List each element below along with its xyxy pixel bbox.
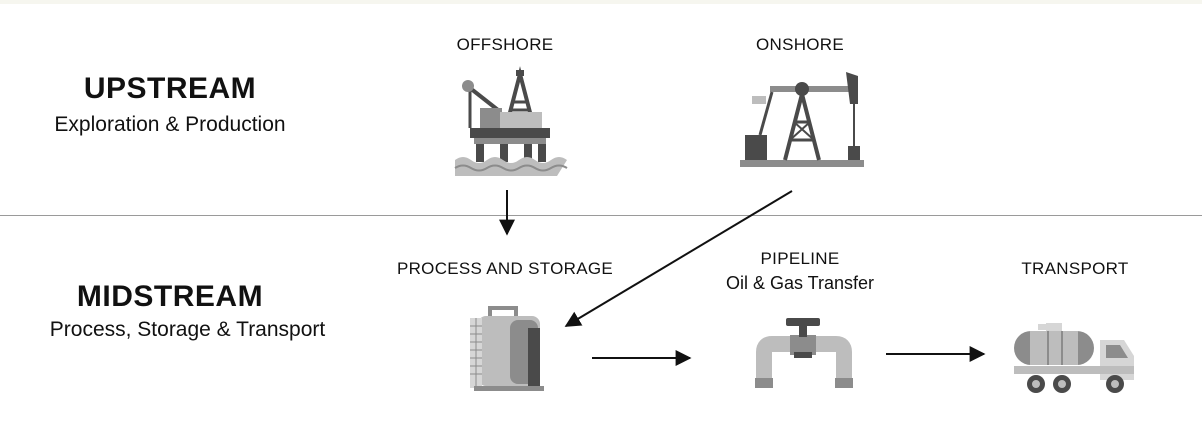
upstream-subtitle: Exploration & Production xyxy=(54,113,286,136)
pipeline-label: PIPELINE xyxy=(760,249,840,268)
onshore-label: ONSHORE xyxy=(755,35,845,54)
pumpjack-icon xyxy=(740,72,864,167)
storage-tank-icon xyxy=(470,306,544,391)
midstream-title: MIDSTREAM xyxy=(76,280,264,313)
top-strip xyxy=(0,0,1202,4)
pipeline-sublabel: Oil & Gas Transfer xyxy=(725,273,875,293)
pipeline-valve-icon xyxy=(755,318,853,388)
section-divider xyxy=(0,215,1202,216)
midstream-subtitle: Process, Storage & Transport xyxy=(49,318,326,341)
offshore-oil-rig-icon xyxy=(454,66,568,176)
upstream-title: UPSTREAM xyxy=(83,72,257,105)
arrow-onshore-to-storage xyxy=(564,190,793,327)
process-storage-label: PROCESS AND STORAGE xyxy=(396,259,614,278)
offshore-label: OFFSHORE xyxy=(456,35,554,54)
transport-label: TRANSPORT xyxy=(1021,259,1129,278)
tanker-truck-icon xyxy=(1014,323,1134,393)
